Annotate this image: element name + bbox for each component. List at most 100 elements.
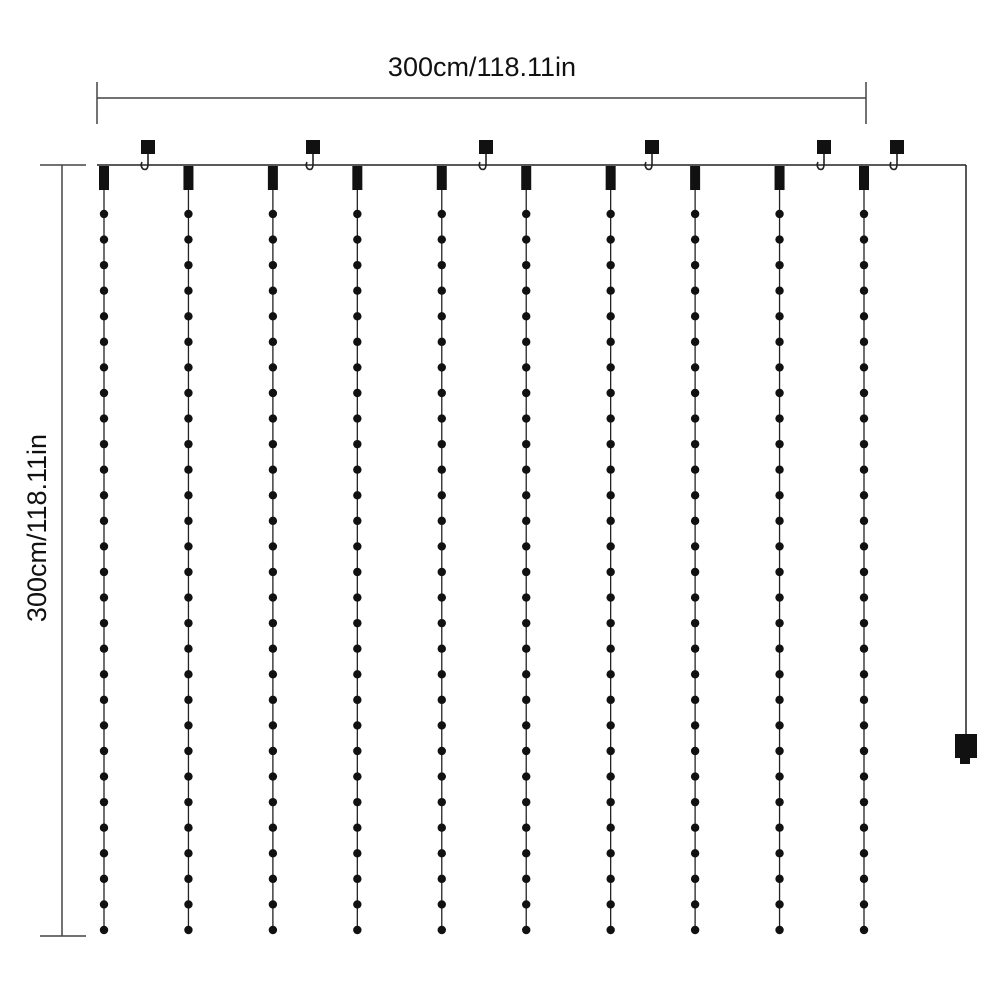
bulb: [437, 695, 446, 705]
bulb: [437, 260, 446, 270]
bulb: [775, 235, 784, 244]
light-strand: [99, 166, 109, 935]
bulb: [353, 900, 362, 909]
bulb: [99, 235, 109, 244]
bulb: [859, 439, 869, 449]
bulb: [99, 209, 109, 219]
bulb: [690, 593, 700, 602]
bulb: [690, 874, 700, 884]
bulb: [184, 491, 193, 500]
bulb: [606, 644, 615, 653]
bulb: [437, 593, 446, 602]
bulb: [99, 900, 109, 909]
bulb: [99, 746, 109, 756]
bulb: [522, 823, 531, 832]
bulb: [775, 797, 784, 807]
bulb: [690, 209, 700, 219]
bulb: [437, 567, 446, 577]
bulb: [353, 542, 362, 551]
bulb: [859, 260, 869, 270]
bulb: [859, 312, 869, 321]
bulb: [522, 925, 531, 935]
bulb: [268, 235, 278, 244]
strand-connector: [605, 166, 616, 190]
bulb: [184, 644, 193, 653]
bulb: [522, 491, 531, 500]
bulb: [859, 823, 869, 832]
bulb: [522, 465, 531, 474]
bulb: [353, 516, 362, 526]
bulb: [99, 593, 109, 602]
bulb: [775, 439, 784, 449]
bulb: [99, 337, 109, 347]
bulb: [268, 312, 278, 321]
bulb: [859, 516, 869, 526]
bulb: [606, 337, 615, 347]
bulb: [859, 542, 869, 551]
light-strand: [774, 166, 785, 935]
bulb: [353, 286, 362, 295]
bulb: [437, 439, 446, 449]
bulb: [437, 312, 446, 321]
bulb: [606, 746, 615, 756]
bulb: [99, 286, 109, 295]
bulb: [353, 618, 362, 628]
bulb: [690, 849, 700, 858]
bulb: [775, 670, 784, 679]
bulb: [690, 363, 700, 372]
bulb: [184, 235, 193, 244]
bulb: [859, 900, 869, 909]
bulb: [437, 721, 446, 730]
bulb: [437, 823, 446, 832]
bulb: [859, 670, 869, 679]
bulb: [690, 542, 700, 551]
bulb: [437, 849, 446, 858]
bulb: [437, 414, 446, 423]
bulb: [353, 491, 362, 500]
bulb: [859, 925, 869, 935]
bulb: [437, 491, 446, 500]
bulb: [353, 823, 362, 832]
hook-icon: [644, 140, 659, 171]
bulb: [184, 874, 193, 884]
bulb: [184, 772, 193, 781]
bulb: [184, 516, 193, 526]
bulb: [268, 849, 278, 858]
bulb: [353, 414, 362, 423]
bulb: [606, 542, 615, 551]
bulb: [690, 721, 700, 730]
bulb: [99, 874, 109, 884]
bulb: [437, 797, 446, 807]
bulb: [690, 670, 700, 679]
bulb: [859, 235, 869, 244]
bulb: [99, 644, 109, 653]
bulb: [268, 388, 278, 398]
bulb: [184, 925, 193, 935]
bulb: [606, 491, 615, 500]
bulb: [99, 618, 109, 628]
bulb: [522, 746, 531, 756]
light-strand: [183, 166, 194, 935]
bulb: [522, 439, 531, 449]
bulb: [522, 772, 531, 781]
strand-connector: [267, 166, 278, 190]
bulb: [268, 593, 278, 602]
bulb: [268, 567, 278, 577]
bulb: [859, 874, 869, 884]
bulb: [99, 925, 109, 935]
bulb: [437, 670, 446, 679]
bulb: [99, 567, 109, 577]
bulb: [437, 235, 446, 244]
bulb: [268, 491, 278, 500]
bulb: [690, 746, 700, 756]
strand-connector: [99, 166, 109, 190]
bulb: [268, 874, 278, 884]
bulb: [184, 593, 193, 602]
bulb: [690, 695, 700, 705]
light-strand: [521, 166, 532, 935]
bulb: [775, 874, 784, 884]
bulb: [99, 721, 109, 730]
bulb: [606, 670, 615, 679]
bulb: [522, 797, 531, 807]
bulb: [268, 823, 278, 832]
